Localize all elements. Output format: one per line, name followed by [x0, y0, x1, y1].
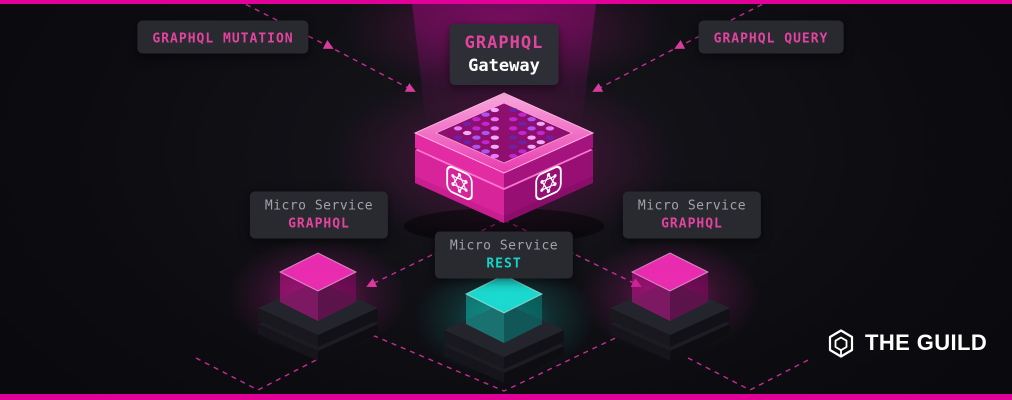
microservice-cube-center — [414, 260, 594, 383]
edge-bottom-right-chevron — [687, 357, 813, 391]
graphql-query-label: GRAPHQL QUERY — [713, 31, 829, 47]
microservice-center-title: Micro Service — [449, 238, 559, 254]
gateway-illustration — [404, 92, 604, 244]
microservice-center-badge: Micro Service REST — [434, 231, 574, 279]
service-cubes-layer — [228, 238, 760, 383]
graphql-query-badge: GRAPHQL QUERY — [698, 20, 844, 54]
microservice-right-title: Micro Service — [637, 198, 747, 214]
gateway-chip-panel — [435, 102, 573, 164]
microservice-left-type: GRAPHQL — [288, 216, 350, 232]
the-guild-logo-icon — [828, 329, 854, 358]
the-guild-logo: THE GUILD — [826, 328, 987, 358]
graphql-logo-icon — [446, 165, 473, 201]
graphql-mutation-label: GRAPHQL MUTATION — [152, 31, 294, 47]
microservice-right-type: GRAPHQL — [661, 216, 723, 232]
microservice-left-badge: Micro Service GRAPHQL — [249, 191, 389, 239]
bottom-accent-border — [0, 394, 1012, 400]
microservice-right-badge: Micro Service GRAPHQL — [622, 191, 762, 239]
the-guild-logo-text: THE GUILD — [865, 330, 988, 355]
top-accent-border — [0, 0, 1012, 4]
microservice-center-type: REST — [486, 256, 522, 272]
gateway-badge-line1: GRAPHQL — [464, 33, 544, 53]
edge-bottom-left-chevron — [195, 357, 321, 391]
graphql-gateway-badge: GRAPHQL Gateway — [449, 24, 559, 85]
gateway-chip-dots — [453, 107, 555, 159]
graphql-logo-icon — [535, 165, 562, 201]
graphql-mutation-badge: GRAPHQL MUTATION — [137, 20, 309, 54]
microservice-left-title: Micro Service — [264, 198, 374, 214]
microservice-cube-left — [228, 238, 408, 361]
gateway-badge-line2: Gateway — [468, 56, 540, 76]
microservice-cube-right — [580, 238, 760, 361]
